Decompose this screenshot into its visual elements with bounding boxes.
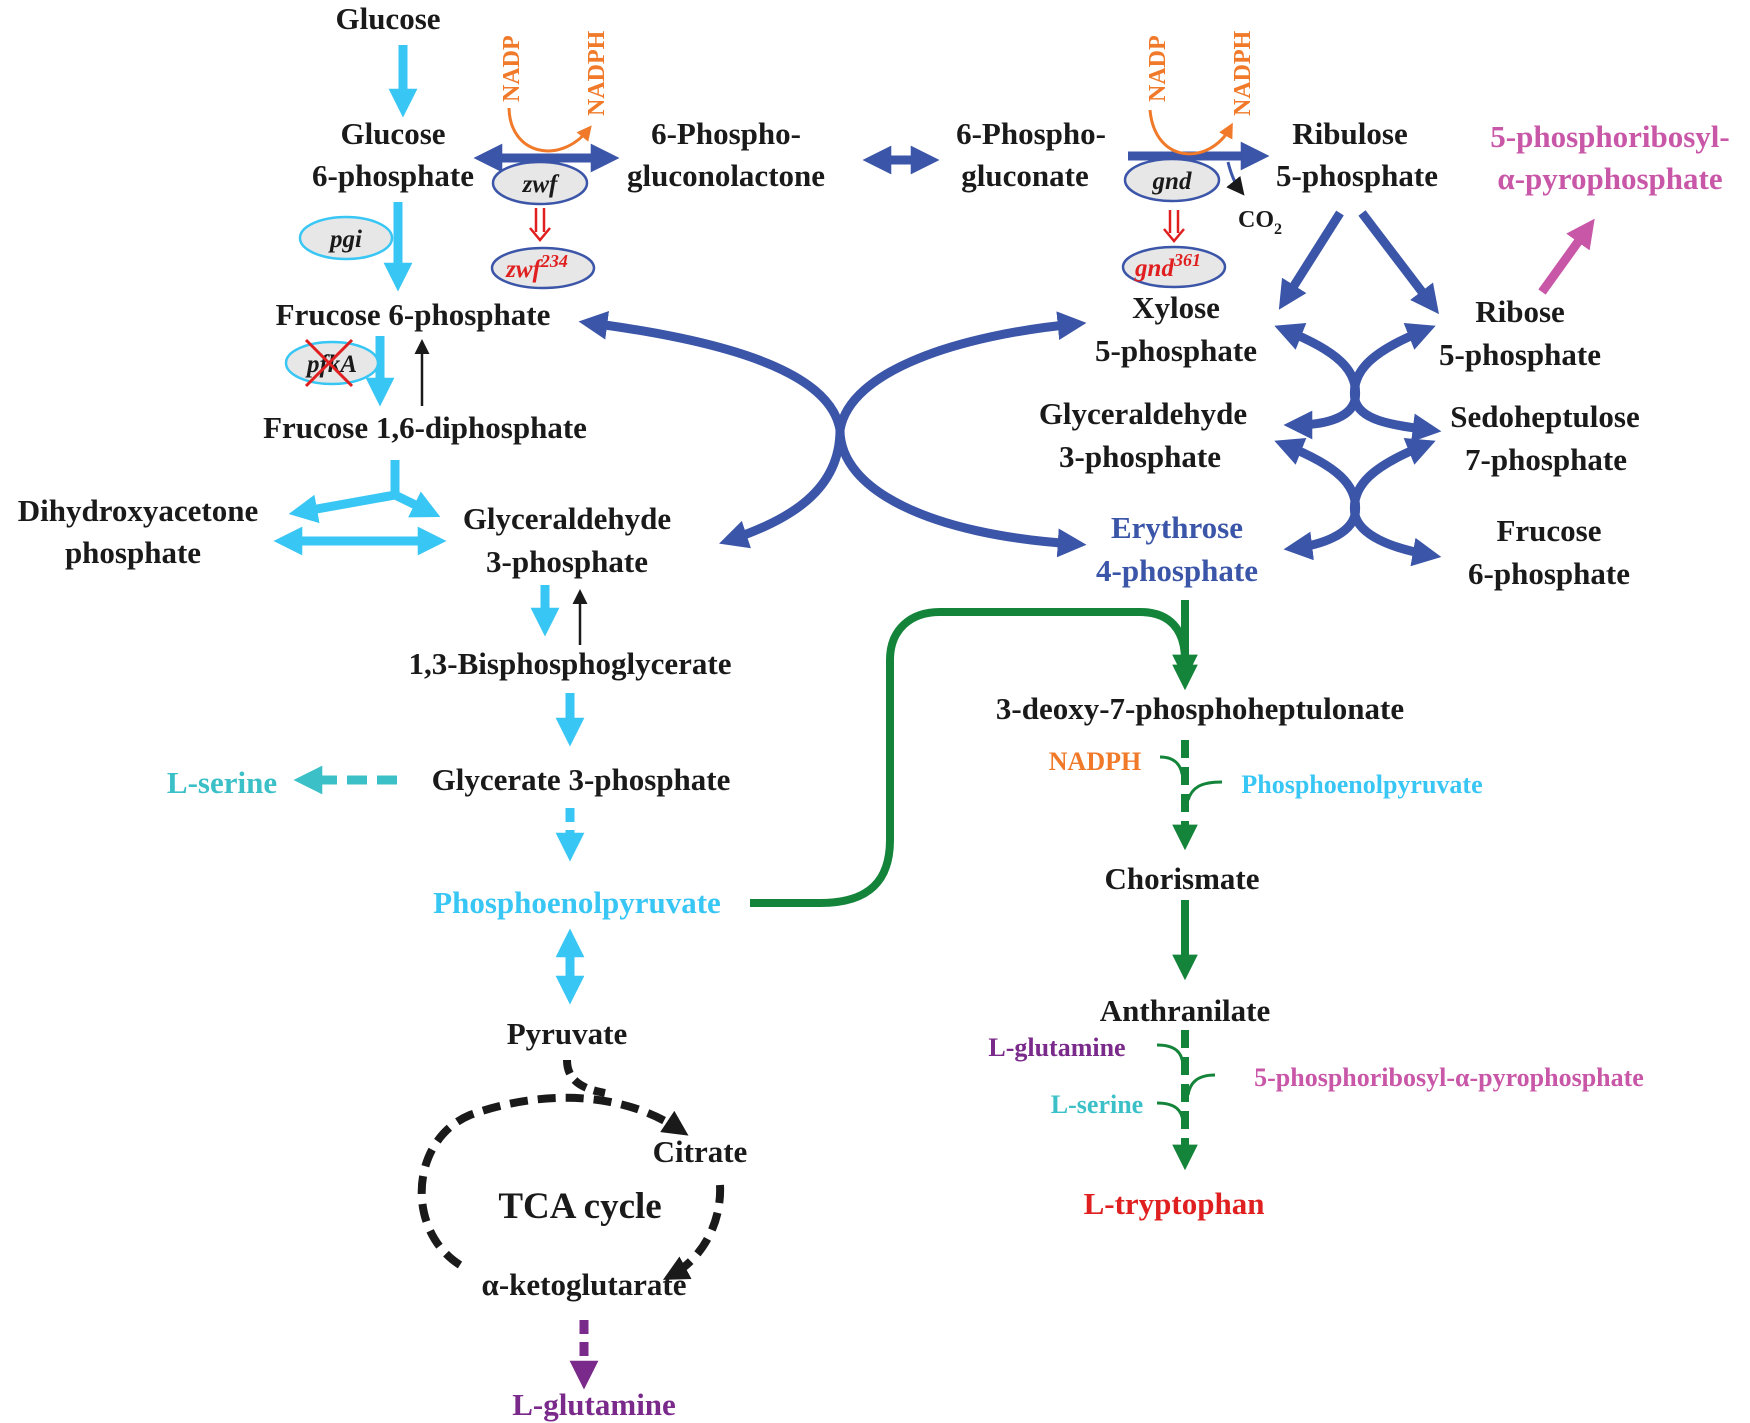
bpg-label: 1,3-Bisphosphoglycerate [409, 646, 732, 681]
aromatic-serine-label: L-serine [1051, 1090, 1143, 1119]
s7p-label-line1: Sedoheptulose [1450, 399, 1639, 434]
prpp-label-line1: 5-phosphoribosyl- [1490, 119, 1729, 154]
arrow-xu5p-gap-r5p-s7p-b [1349, 323, 1442, 443]
glycolysis-arrows [273, 45, 585, 1005]
anthranilate-label: Anthranilate [1100, 993, 1271, 1028]
xu5p-label-line2: 5-phosphate [1095, 333, 1257, 368]
gap-label-line1: Glyceraldehyde [463, 501, 671, 536]
nadp-label-2: NADP [1145, 35, 1171, 102]
xu5p-label-line1: Xylose [1132, 290, 1220, 325]
arrow-citrate-to-akg [662, 1184, 725, 1280]
s7p-label-line2: 7-phosphate [1465, 442, 1627, 477]
dhap-label-line2: phosphate [65, 535, 201, 570]
svg-text:zwf234: zwf234 [505, 251, 568, 283]
zwf-enzyme: zwf [491, 160, 589, 206]
pg-label-line2: gluconate [961, 158, 1088, 193]
tca-cycle-label: TCA cycle [498, 1186, 661, 1227]
aromatic-pep-label: Phosphoenolpyruvate [1241, 770, 1482, 799]
glucose-label: Glucose [335, 1, 440, 36]
ru5p-label-line1: Ribulose [1292, 116, 1407, 151]
nadp-nadph-curve-1 [507, 107, 592, 153]
svg-text:gnd361: gnd361 [1134, 250, 1201, 282]
arrow-pep-to-dahp [750, 608, 1198, 907]
arrow-pyruvate-to-citrate [563, 1059, 606, 1097]
arrow-ru5p-to-r5p [1358, 210, 1439, 315]
arrow-split-to-gap [393, 490, 441, 518]
akg-label: α-ketoglutarate [482, 1267, 687, 1302]
prpp-label-line2: α-pyrophosphate [1497, 161, 1722, 196]
ppp-f6p-label-line2: 6-phosphate [1468, 556, 1630, 591]
chorismate-label: Chorismate [1105, 861, 1260, 896]
g6p-label-line2: 6-phosphate [312, 158, 474, 193]
aromatic-cofactor-curves [1156, 755, 1223, 1123]
zwf-mutation-arrow [529, 208, 551, 242]
nadp-nadph-curve-2 [1148, 109, 1233, 156]
arrow-r5p-to-prpp [1538, 218, 1595, 295]
arrow-glycolytic-f6p-to-xu5p [578, 310, 1087, 431]
g6p-label-line1: Glucose [340, 116, 445, 151]
e4p-label-line2: 4-phosphate [1096, 553, 1258, 588]
arrow-cycle-top [417, 1093, 689, 1269]
aromatic-glutamine-label: L-glutamine [988, 1033, 1125, 1062]
ppp-gap-label-line2: 3-phosphate [1059, 439, 1221, 474]
pyruvate-label: Pyruvate [507, 1016, 628, 1051]
pgl-label-line2: gluconolactone [627, 158, 825, 193]
citrate-label: Citrate [653, 1134, 748, 1169]
zwf-label: zwf [522, 171, 560, 198]
ru5p-label-line2: 5-phosphate [1276, 158, 1438, 193]
g3p-label: Glycerate 3-phosphate [432, 762, 731, 797]
r5p-label-line2: 5-phosphate [1439, 337, 1601, 372]
aromatic-prpp-label: 5-phosphoribosyl-α-pyrophosphate [1254, 1063, 1644, 1092]
arrow-ru5p-to-xu5p [1278, 210, 1344, 310]
fdp-label: Frucose 1,6-diphosphate [263, 410, 587, 445]
nadp-label-1: NADP [499, 35, 525, 102]
gnd-enzyme: gnd [1123, 157, 1221, 203]
gnd-label: gnd [1152, 168, 1192, 195]
pg-label-line1: 6-Phospho- [956, 116, 1106, 151]
gnd-mutant-label: gnd [1134, 255, 1174, 282]
nadp-labels: NADP NADPH NADP NADPH [499, 30, 1256, 116]
pgi-label: pgi [328, 226, 362, 253]
dahp-label: 3-deoxy-7-phosphoheptulonate [996, 691, 1404, 726]
nadph-label-1: NADPH [584, 30, 610, 116]
ppp-gap-label-line1: Glyceraldehyde [1039, 396, 1247, 431]
zwf-mutant-label: zwf [505, 256, 543, 283]
arrow-gap-e4p-s7p-f6p-a [1274, 438, 1361, 561]
serine-label: L-serine [167, 765, 277, 800]
arrow-xu5p-gap-r5p-s7p-a [1274, 323, 1361, 440]
arrow-fdp-to-split [288, 460, 400, 524]
arrow-gnd-co2 [1226, 161, 1245, 196]
nadph-label-2: NADPH [1230, 30, 1256, 116]
gnd-mutant-sup: 361 [1173, 250, 1201, 270]
tca-cycle [417, 1059, 725, 1280]
tryptophan-label: L-tryptophan [1084, 1186, 1265, 1221]
pep-label: Phosphoenolpyruvate [433, 885, 721, 920]
gnd-mutation-arrow [1163, 210, 1185, 243]
f6p-label: Frucose 6-phosphate [276, 297, 551, 332]
zwf-mutant-enzyme: zwf234 [490, 246, 596, 290]
r5p-label-line1: Ribose [1475, 294, 1565, 329]
aromatic-arrows [750, 600, 1198, 1171]
gap-label-line2: 3-phosphate [486, 544, 648, 579]
pgl-label-line1: 6-Phospho- [651, 116, 801, 151]
ppp-f6p-label-line1: Frucose [1496, 513, 1601, 548]
arrow-gap-e4p-s7p-f6p-b [1349, 438, 1442, 567]
e4p-label-line1: Erythrose [1111, 510, 1243, 545]
tca-glutamine-label: L-glutamine [512, 1387, 676, 1422]
co2-label: CO2 [1238, 207, 1282, 238]
aromatic-nadph-label: NADPH [1049, 747, 1141, 776]
pgi-enzyme: pgi [298, 215, 394, 261]
ppp-arrows [473, 141, 1442, 567]
dhap-label-line1: Dihydroxyacetone [18, 493, 259, 528]
pfka-enzyme: pfkA [284, 338, 380, 388]
gnd-mutant-enzyme: gnd361 [1121, 245, 1227, 289]
knockout-cross-icon [304, 338, 354, 388]
zwf-mutant-sup: 234 [540, 251, 568, 271]
arrow-glycolytic-gap-to-e4p [719, 429, 1087, 558]
